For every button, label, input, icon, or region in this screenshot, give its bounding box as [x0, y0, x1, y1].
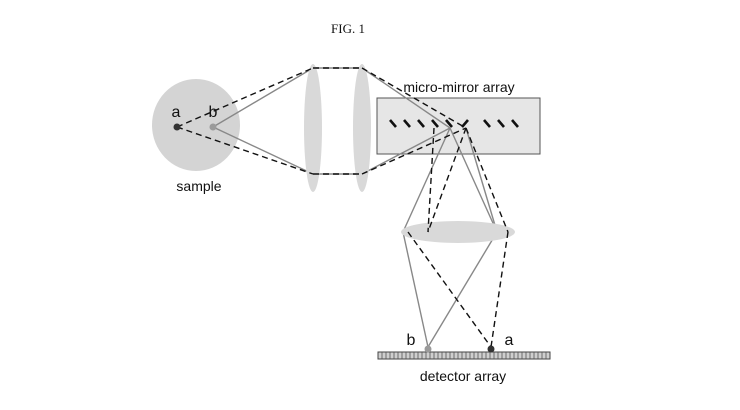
- detector-array-label: detector array: [420, 368, 506, 384]
- sample-point-a: [173, 123, 181, 131]
- micro-mirror-array-label: micro-mirror array: [403, 79, 514, 95]
- micro-mirror-array-box: [376, 97, 541, 155]
- lens-2: [353, 64, 371, 192]
- mirror: [511, 119, 519, 128]
- detector-b-label: b: [407, 332, 416, 349]
- mirror: [461, 119, 469, 128]
- point-a-label: a: [172, 104, 181, 121]
- sample-point-b: [209, 123, 217, 131]
- mirror: [483, 119, 491, 128]
- detector-a-label: a: [505, 332, 514, 349]
- detector-array: [377, 351, 551, 360]
- lens-1: [304, 64, 322, 192]
- point-b-label: b: [209, 104, 218, 121]
- detector-point-b: [424, 345, 432, 353]
- mirror: [445, 119, 453, 128]
- lens-3: [401, 221, 515, 243]
- mirror: [431, 119, 439, 128]
- figure-title: FIG. 1: [331, 21, 365, 36]
- sample-label: sample: [176, 178, 221, 194]
- mirror: [403, 119, 411, 128]
- detector-point-a: [487, 345, 495, 353]
- sample-disc: [152, 79, 240, 171]
- dashed-rays: [176, 67, 509, 348]
- mirror: [497, 119, 505, 128]
- mirror: [417, 119, 425, 128]
- mirror: [389, 119, 397, 128]
- micro-mirrors: [389, 119, 519, 128]
